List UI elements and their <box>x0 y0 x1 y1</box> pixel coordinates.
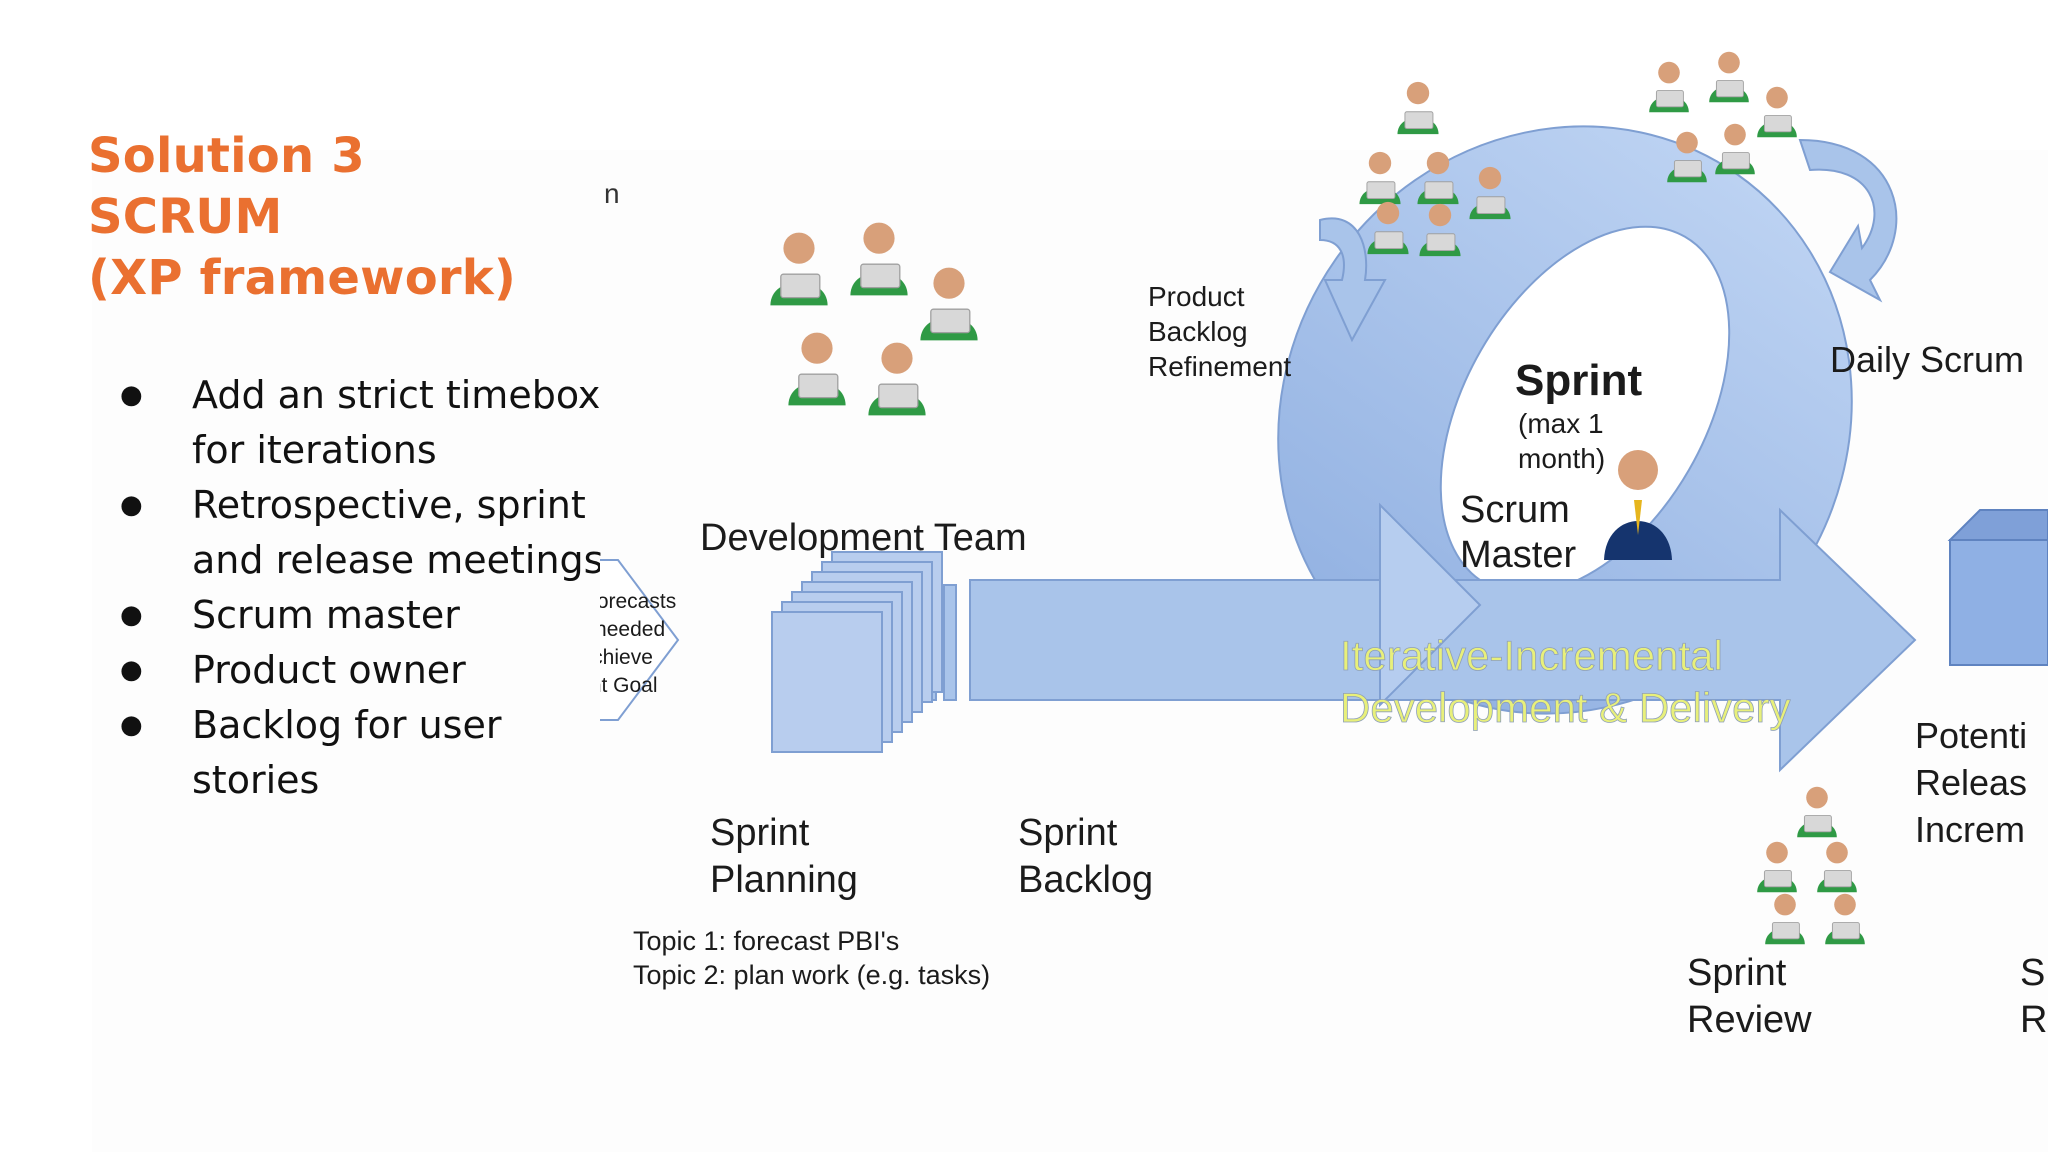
planning-text: to achieve <box>600 646 653 669</box>
daily-scrum-label: Daily Scrum <box>1830 339 2024 380</box>
bullet-item: Scrum master <box>120 588 640 643</box>
refinement-arrow <box>1319 217 1387 343</box>
development-team-label: Development Team <box>700 517 1027 559</box>
increment-label: Potenti <box>1915 715 2027 756</box>
planning-chevron <box>600 559 680 721</box>
sprint-planning-label: Planning <box>710 859 858 901</box>
planning-text: Team forecasts <box>600 590 676 613</box>
scrum-master-label: Scrum <box>1460 489 1570 531</box>
title-line-1: Solution 3 <box>88 128 365 184</box>
increment-label: Releas <box>1915 762 2027 803</box>
sprint-retro-label: R <box>2020 999 2047 1041</box>
bullet-list: Add an strict timebox for iterations Ret… <box>120 368 640 808</box>
title-line-3: (XP framework) <box>88 250 517 306</box>
bullet-item: Retrospective, sprint and release meetin… <box>120 478 640 588</box>
stray-character: n <box>604 178 620 209</box>
sprint-duration: month) <box>1518 443 1605 474</box>
sprint-review-label: Sprint <box>1687 952 1787 994</box>
refinement-label: Backlog <box>1148 316 1248 347</box>
increment-cube <box>1947 509 2048 666</box>
bullet-item: Product owner <box>120 643 640 698</box>
sprint-title: Sprint <box>1515 356 1642 405</box>
development-team-people <box>769 221 979 417</box>
inner-arrowhead <box>1379 502 1482 708</box>
sprint-retro-label: S <box>2020 952 2045 994</box>
planning-text: Sprint Goal <box>600 674 658 697</box>
topic-line: Topic 1: forecast PBI's <box>633 926 899 956</box>
refinement-label: Product <box>1148 281 1245 312</box>
daily-scrum-arrow <box>1798 138 1898 303</box>
sprint-backlog-label: Sprint <box>1018 812 1118 854</box>
sprint-review-label: Review <box>1687 999 1812 1041</box>
iterative-text: Iterative-Incremental <box>1340 632 1723 679</box>
scrum-master-label: Master <box>1460 534 1576 576</box>
scrum-master-figure <box>1604 450 1672 560</box>
title-line-2: SCRUM <box>88 189 283 245</box>
scrum-diagram: Team forecasts work needed to achieve Sp… <box>600 51 2048 1041</box>
sprint-planning-label: Sprint <box>710 812 810 854</box>
bullet-item: Backlog for user stories <box>120 698 640 808</box>
sprint-duration: (max 1 <box>1518 408 1604 439</box>
sprint-backlog-label: Backlog <box>1018 859 1153 901</box>
divider-bar <box>943 584 957 701</box>
planning-text: work needed <box>600 618 665 641</box>
iterative-text: Development & Delivery <box>1340 684 1791 731</box>
bullet-item: Add an strict timebox for iterations <box>120 368 640 478</box>
sprint-backlog-stack <box>771 551 943 753</box>
refinement-label: Refinement <box>1148 351 1291 382</box>
sprint-review-people <box>1756 786 1866 945</box>
increment-label: Increm <box>1915 809 2025 850</box>
topic-line: Topic 2: plan work (e.g. tasks) <box>633 960 990 990</box>
